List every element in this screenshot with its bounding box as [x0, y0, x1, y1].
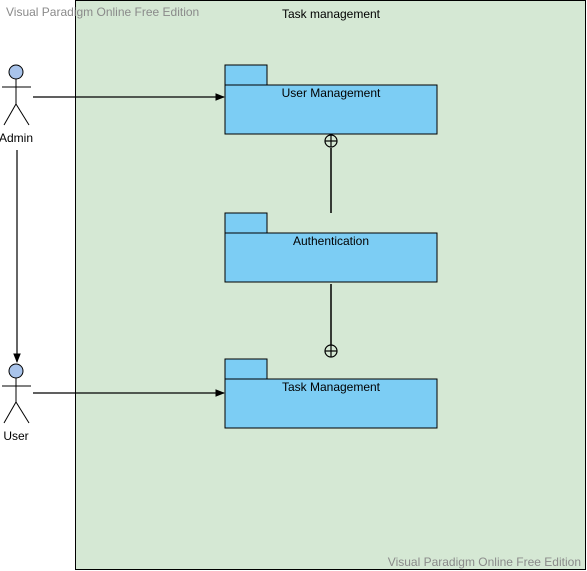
package-user-management[interactable]: User Management — [224, 64, 438, 135]
stick-figure-icon — [2, 64, 31, 126]
system-title: Task management — [282, 7, 381, 21]
package-body — [224, 378, 438, 429]
stick-figure-icon — [2, 363, 31, 424]
package-tab — [224, 64, 268, 86]
package-tab — [224, 212, 268, 234]
package-label: Authentication — [293, 234, 369, 248]
package-tab — [224, 358, 268, 380]
package-body — [224, 232, 438, 283]
package-body — [224, 84, 438, 135]
package-label: User Management — [282, 86, 381, 100]
containment-connector-top — [324, 134, 338, 213]
watermark-bottom: Visual Paradigm Online Free Edition — [388, 555, 581, 569]
watermark-top: Visual Paradigm Online Free Edition — [6, 5, 199, 19]
package-label: Task Management — [282, 380, 381, 394]
package-authentication[interactable]: Authentication — [224, 212, 438, 283]
containment-connector-bottom — [324, 284, 338, 358]
actor-admin[interactable]: Admin — [0, 64, 33, 145]
actor-user[interactable]: User — [2, 363, 31, 443]
package-task-management[interactable]: Task Management — [224, 358, 438, 429]
actor-label: User — [3, 429, 28, 443]
actor-label: Admin — [0, 131, 33, 145]
